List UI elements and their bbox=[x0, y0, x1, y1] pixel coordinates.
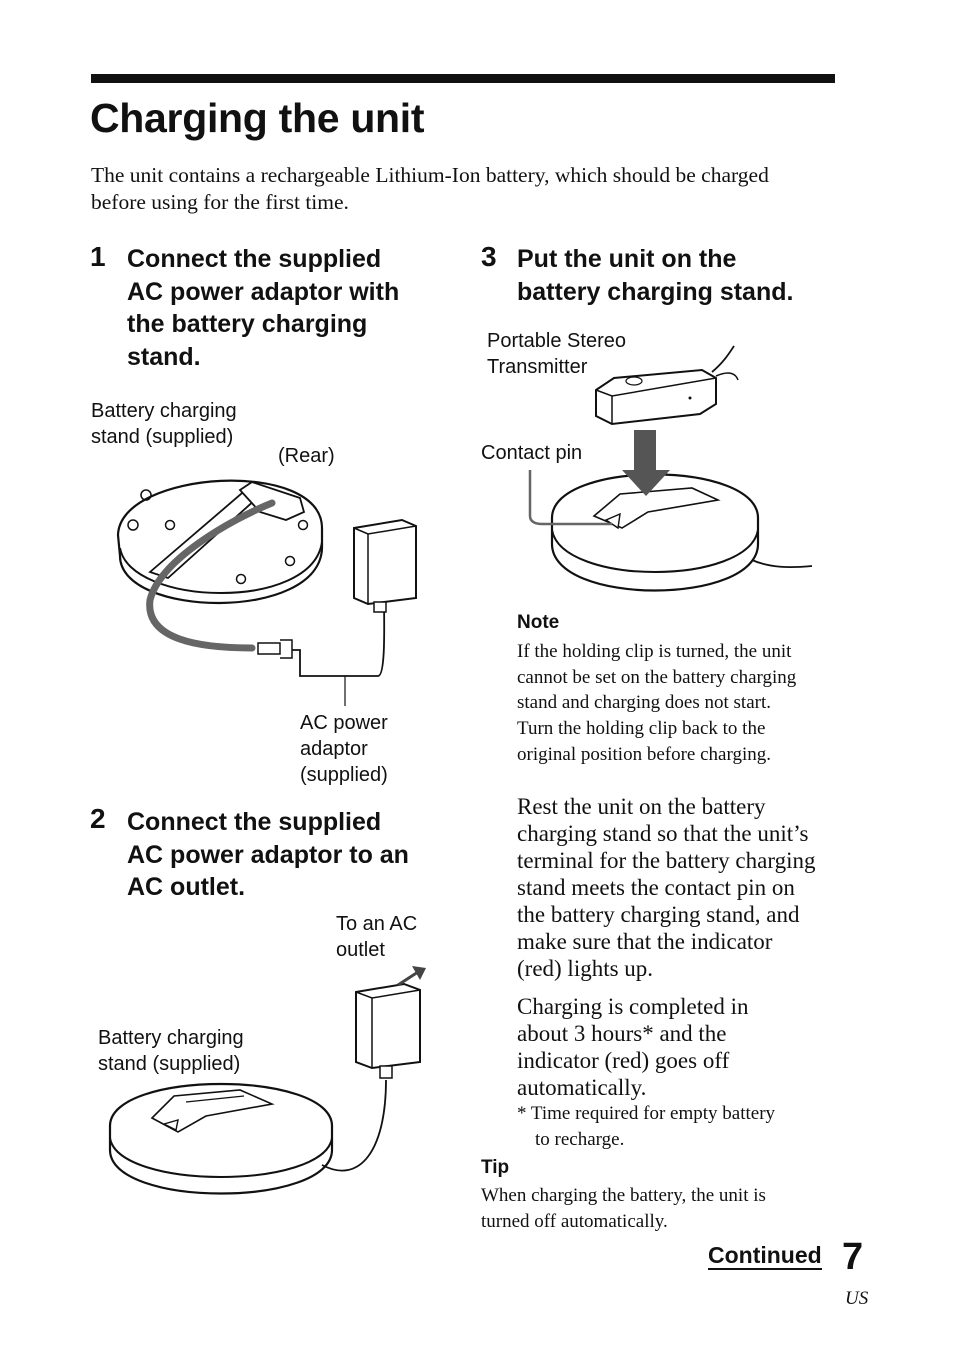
paragraph-line: indicator (red) goes off bbox=[517, 1048, 730, 1073]
tip-heading: Tip bbox=[481, 1157, 510, 1178]
tip-body: When charging the battery, the unit is t… bbox=[481, 1183, 766, 1234]
page-number: 7 bbox=[842, 1236, 864, 1278]
note-heading: Note bbox=[517, 612, 560, 633]
paragraph-line: charging stand so that the unit’s bbox=[517, 821, 809, 846]
step-2-title-line: AC outlet. bbox=[127, 873, 246, 901]
figure-1-stand-label: Battery charging stand (supplied) bbox=[91, 398, 237, 450]
region-code: US bbox=[845, 1288, 869, 1309]
label-line: stand (supplied) bbox=[91, 426, 234, 448]
label-line: Transmitter bbox=[487, 356, 588, 378]
note-line: cannot be set on the battery charging bbox=[517, 666, 797, 688]
footnote: * Time required for empty battery to rec… bbox=[517, 1101, 775, 1152]
label-line: adaptor bbox=[300, 738, 368, 760]
page-title: Charging the unit bbox=[90, 95, 425, 141]
paragraph-line: automatically. bbox=[517, 1075, 647, 1100]
paragraph-line: about 3 hours* and the bbox=[517, 1021, 727, 1046]
label-line: Battery charging bbox=[98, 1027, 244, 1049]
figure-1-adaptor-label: AC power adaptor (supplied) bbox=[300, 710, 388, 788]
note-body: If the holding clip is turned, the unit … bbox=[517, 639, 847, 768]
step-2-number: 2 bbox=[90, 803, 106, 834]
tip-line: When charging the battery, the unit is bbox=[481, 1185, 766, 1206]
paragraph-line: the battery charging stand, and bbox=[517, 902, 800, 927]
note-line: stand and charging does not start. bbox=[517, 692, 771, 714]
step-3-title: Put the unit on the battery charging sta… bbox=[517, 243, 793, 308]
instruction-paragraph: Rest the unit on the battery charging st… bbox=[517, 793, 815, 982]
label-line: To an AC bbox=[336, 913, 418, 935]
step-1-title-line: the battery charging bbox=[127, 310, 368, 338]
continued-label: Continued bbox=[708, 1242, 822, 1270]
note-line: If the holding clip is turned, the unit bbox=[517, 641, 792, 662]
step-3-title-line: Put the unit on the bbox=[517, 245, 737, 273]
figure-2-outlet-label: To an AC outlet bbox=[336, 911, 417, 963]
note-line: Turn the holding clip back to the bbox=[517, 718, 766, 740]
footnote-line: to recharge. bbox=[535, 1128, 625, 1150]
charging-time-paragraph: Charging is completed in about 3 hours* … bbox=[517, 993, 748, 1101]
step-1-title-line: Connect the supplied bbox=[127, 245, 382, 273]
footnote-line: * Time required for empty battery bbox=[517, 1103, 776, 1124]
figure-3-transmitter-label: Portable Stereo Transmitter bbox=[487, 328, 626, 380]
figure-1-rear-label: (Rear) bbox=[278, 445, 335, 467]
note-line: original position before charging. bbox=[517, 743, 771, 765]
label-line: stand (supplied) bbox=[98, 1053, 241, 1075]
label-line: Battery charging bbox=[91, 400, 237, 422]
paragraph-line: make sure that the indicator bbox=[517, 929, 773, 954]
step-1-title-line: stand. bbox=[127, 342, 201, 371]
label-line: Portable Stereo bbox=[487, 330, 626, 352]
paragraph-line: Charging is completed in bbox=[517, 994, 749, 1019]
step-3-title-line: battery charging stand. bbox=[517, 277, 794, 306]
intro-paragraph: The unit contains a rechargeable Lithium… bbox=[91, 163, 769, 214]
step-2-title: Connect the supplied AC power adaptor to… bbox=[127, 806, 409, 904]
step-2-title-line: AC power adaptor to an bbox=[127, 840, 409, 869]
paragraph-line: Rest the unit on the battery bbox=[517, 794, 766, 819]
paragraph-line: terminal for the battery charging bbox=[517, 848, 816, 873]
label-line: (supplied) bbox=[300, 764, 388, 786]
label-line: outlet bbox=[336, 939, 385, 961]
step-1-title-line: AC power adaptor with bbox=[127, 277, 400, 306]
step-1-number: 1 bbox=[90, 241, 106, 272]
title-rule bbox=[91, 74, 835, 83]
figure-3-contact-label: Contact pin bbox=[481, 442, 583, 464]
step-1-title: Connect the supplied AC power adaptor wi… bbox=[127, 243, 399, 373]
figure-2-stand-label: Battery charging stand (supplied) bbox=[98, 1025, 244, 1077]
paragraph-line: stand meets the contact pin on bbox=[517, 875, 795, 900]
label-line: AC power bbox=[300, 712, 388, 734]
step-2-title-line: Connect the supplied bbox=[127, 808, 382, 836]
paragraph-line: (red) lights up. bbox=[517, 956, 654, 981]
step-3-number: 3 bbox=[481, 241, 497, 272]
tip-line: turned off automatically. bbox=[481, 1210, 668, 1232]
